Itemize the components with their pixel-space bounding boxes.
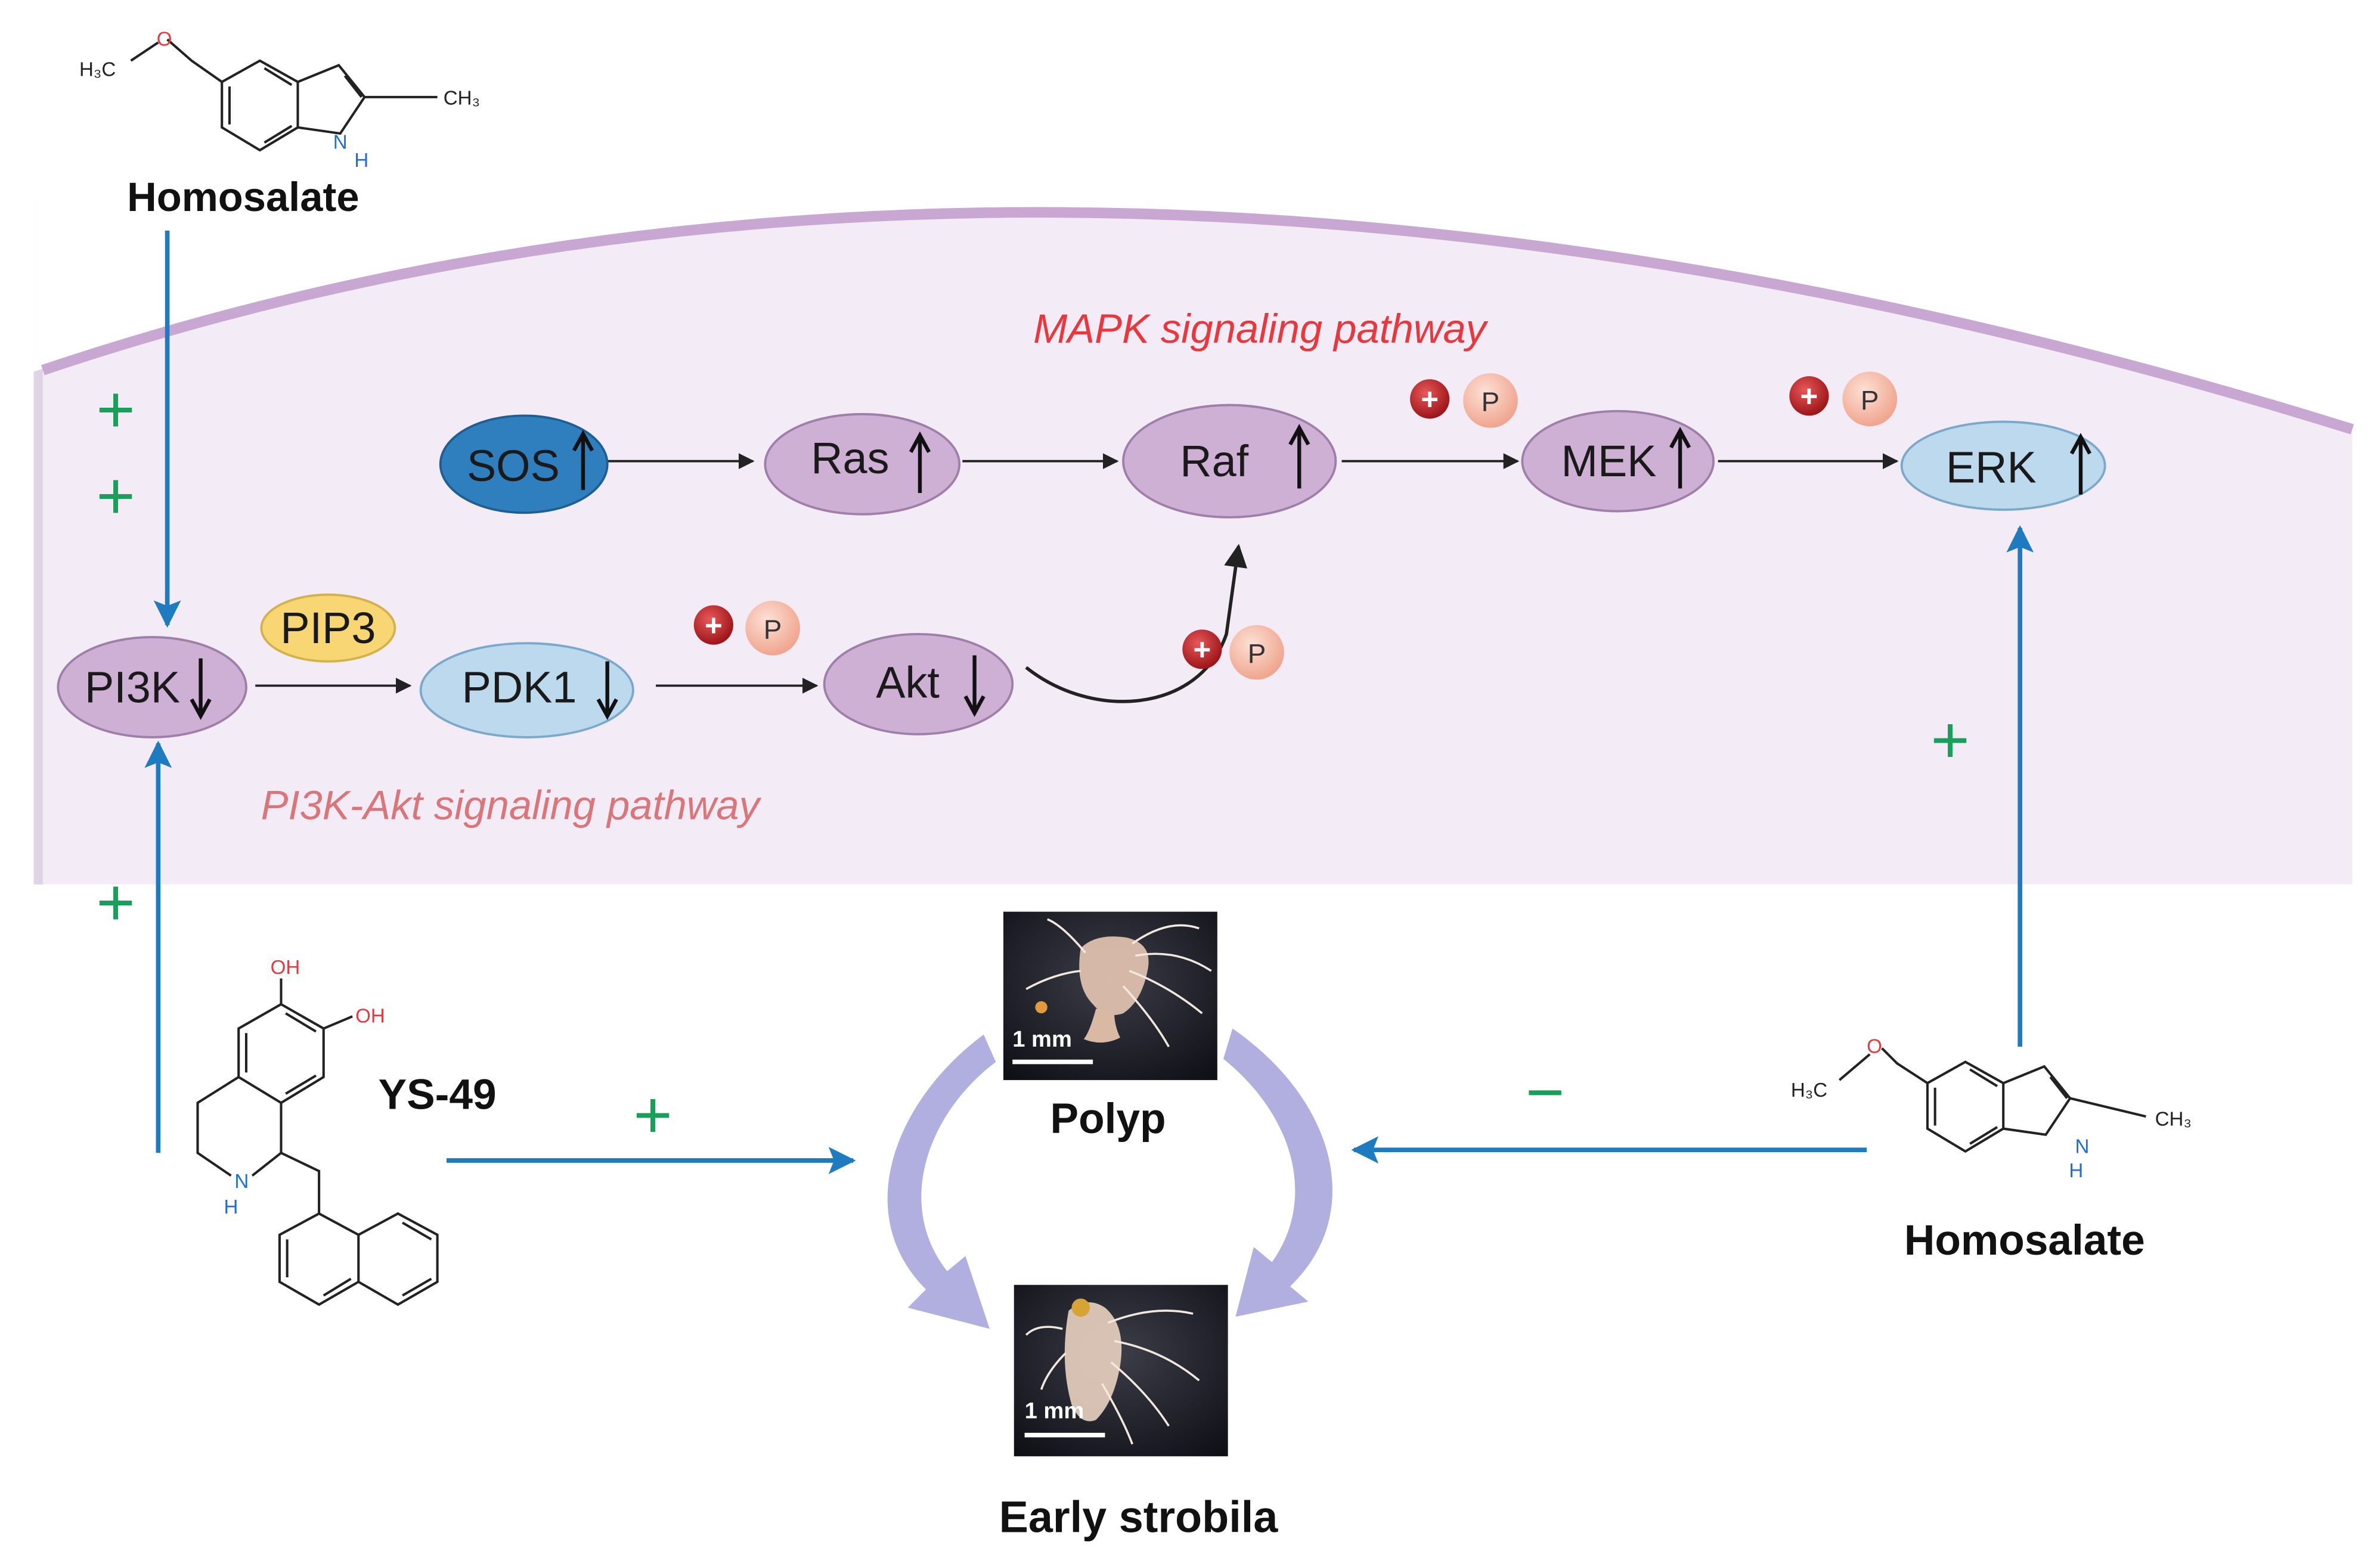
mapk-row: SOS Ras Raf MEK ERK + P <box>439 371 2106 519</box>
svg-text:H₃C: H₃C <box>79 58 116 80</box>
top-homosalate-structure <box>130 38 438 152</box>
node-raf: Raf <box>1122 404 1337 519</box>
svg-text:OH: OH <box>355 1005 385 1027</box>
plus-sign: + <box>1930 703 1969 777</box>
polyp-label: Polyp <box>1050 1095 1166 1143</box>
cell-region <box>33 200 2354 885</box>
node-mek: MEK <box>1521 409 1715 513</box>
phospho-raf-mek: + P <box>1410 373 1518 428</box>
ys49-label: YS-49 <box>379 1070 497 1118</box>
svg-text:H: H <box>2069 1160 2083 1182</box>
up-arrow-icon <box>1288 424 1310 489</box>
oxygen-atom: O <box>1867 1035 1882 1057</box>
polyp-photo: 1 mm <box>1003 911 1217 1081</box>
svg-text:Akt: Akt <box>876 658 940 707</box>
top-homosalate-atoms: H₃C O CH₃ N H <box>79 28 480 172</box>
polyp-organism <box>1025 918 1212 1047</box>
node-akt: Akt <box>823 632 1014 736</box>
node-ras: Ras <box>764 412 961 516</box>
svg-text:+: + <box>1421 382 1439 416</box>
strobila-scale-label: 1 mm <box>1025 1398 1084 1424</box>
mapk-pathway-label: MAPK signaling pathway <box>1033 306 1489 352</box>
svg-text:H: H <box>354 150 368 172</box>
up-arrow-icon <box>909 431 931 494</box>
strobila-organism <box>1025 1298 1200 1445</box>
transition-cycle <box>887 1028 1332 1329</box>
node-sos: SOS <box>439 414 609 514</box>
svg-text:ERK: ERK <box>1946 442 2037 492</box>
svg-text:PIP3: PIP3 <box>280 603 376 653</box>
svg-text:N: N <box>333 131 348 153</box>
svg-text:SOS: SOS <box>467 441 560 491</box>
pi3k-akt-pathway-label: PI3K-Akt signaling pathway <box>261 782 762 828</box>
top-homosalate-label: Homosalate <box>127 174 359 220</box>
node-pi3k: PI3K <box>57 636 247 738</box>
plus-sign: + <box>96 458 135 533</box>
phospho-akt-raf: + P <box>1182 625 1284 680</box>
svg-text:N: N <box>2075 1135 2090 1158</box>
svg-text:P: P <box>1248 638 1266 669</box>
right-homosalate-structure <box>1838 1047 2146 1153</box>
ys49-atoms: OH OH N H <box>224 957 385 1218</box>
svg-text:MEK: MEK <box>1561 436 1656 486</box>
cycle-arrow-right <box>1223 1028 1332 1317</box>
svg-text:+: + <box>705 608 723 642</box>
svg-text:P: P <box>764 614 782 644</box>
phospho-pdk1-akt: + P <box>693 600 800 656</box>
svg-text:H₃C: H₃C <box>1791 1079 1827 1101</box>
ys49-structure <box>196 978 439 1307</box>
node-pip3: PIP3 <box>260 593 396 663</box>
plus-sign: + <box>96 865 135 940</box>
plus-sign: + <box>96 372 135 446</box>
node-erk: ERK <box>1900 420 2106 511</box>
up-arrow-icon <box>2069 433 2092 495</box>
membrane-arc <box>33 200 2353 433</box>
left-band-edge <box>33 200 43 885</box>
right-homosalate-atoms: H₃C O CH₃ N H <box>1791 1035 2192 1182</box>
svg-text:Ras: Ras <box>811 433 889 483</box>
up-arrow-icon <box>1669 427 1691 489</box>
svg-text:Raf: Raf <box>1180 436 1248 486</box>
minus-sign: − <box>1526 1055 1564 1129</box>
membrane-line <box>41 207 2354 435</box>
pi3k-row: PI3K PIP3 PDK1 Akt + P + P <box>57 544 1284 738</box>
right-homosalate-label: Homosalate <box>1904 1217 2145 1264</box>
up-arrow-icon <box>572 430 594 491</box>
svg-text:+: + <box>1801 379 1818 413</box>
svg-text:CH₃: CH₃ <box>444 88 480 110</box>
phospho-mek-erk: + P <box>1789 371 1898 427</box>
polyp-scale-label: 1 mm <box>1012 1026 1072 1052</box>
node-pdk1: PDK1 <box>419 642 634 738</box>
cycle-arrow-left <box>887 1034 996 1329</box>
svg-text:H: H <box>224 1196 238 1218</box>
svg-text:P: P <box>1861 385 1879 415</box>
svg-text:N: N <box>234 1171 249 1193</box>
svg-text:PI3K: PI3K <box>85 662 180 712</box>
down-arrow-icon <box>596 661 618 720</box>
plus-sign: + <box>633 1078 672 1152</box>
oxygen-atom: O <box>157 28 172 50</box>
early-strobila-label: Early strobila <box>999 1492 1279 1542</box>
svg-text:+: + <box>1193 632 1211 666</box>
svg-text:OH: OH <box>271 957 300 979</box>
early-strobila-photo: 1 mm <box>1014 1284 1228 1457</box>
svg-text:PDK1: PDK1 <box>462 662 577 712</box>
down-arrow-icon <box>963 655 986 717</box>
down-arrow-icon <box>190 658 212 720</box>
svg-text:P: P <box>1482 387 1500 417</box>
svg-text:CH₃: CH₃ <box>2155 1108 2192 1130</box>
